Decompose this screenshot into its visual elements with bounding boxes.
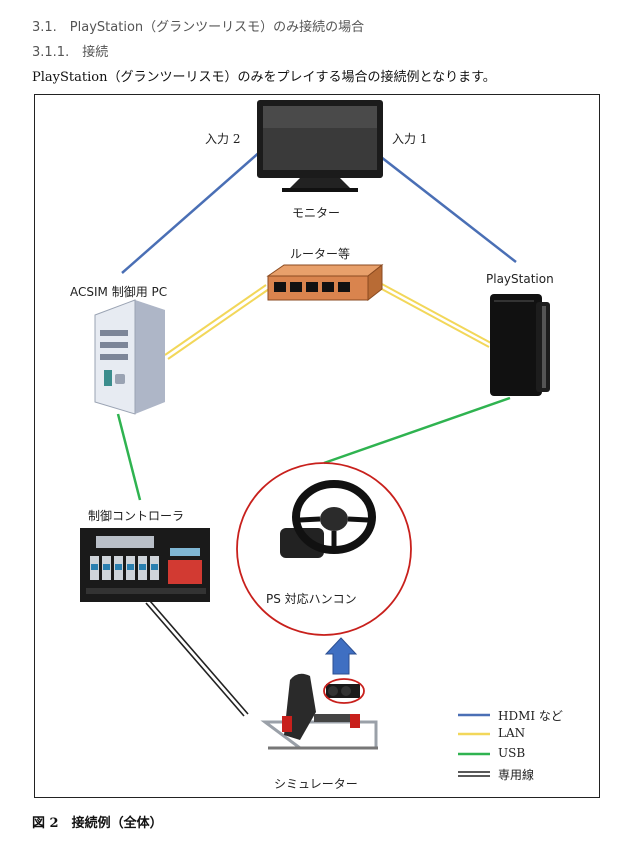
wheel-circle [236, 462, 412, 636]
lan-line-pc [164, 284, 270, 360]
legend-usb-label: USB [498, 746, 526, 760]
legend-lines [458, 713, 490, 777]
simulator-label: シミュレーター [274, 777, 358, 791]
input-2-label: 入力 2 [205, 132, 241, 146]
router-image [266, 263, 384, 302]
dedicated-line [145, 600, 249, 717]
playstation-image [490, 294, 550, 396]
usb-line-ps-wheel [323, 396, 511, 465]
legend-hdmi-label: HDMI など [498, 709, 563, 723]
hdmi-line-pc [121, 149, 263, 274]
pc-label: ACSIM 制御用 PC [70, 285, 168, 299]
usb-line-pc-controller [116, 413, 142, 501]
up-arrow-icon [324, 637, 358, 675]
playstation-label: PlayStation [486, 272, 554, 286]
monitor-label: モニター [292, 206, 341, 220]
controller-board-image [80, 528, 210, 602]
figure-caption: 図 2 接続例（全体） [32, 816, 163, 831]
simulator-image [260, 673, 378, 750]
lan-line-ps [377, 282, 492, 348]
input-1-label: 入力 1 [392, 132, 428, 146]
steering-wheel-image [280, 480, 376, 558]
pc-tower-image [94, 299, 165, 415]
monitor-image [257, 100, 383, 192]
legend-dedicated-label: 専用線 [498, 768, 535, 782]
diagram-frame [34, 94, 600, 798]
intro-text: PlayStation（グランツーリスモ）のみをプレイする場合の接続例となります… [32, 70, 496, 85]
hdmi-line-ps [371, 149, 517, 263]
controller-label: 制御コントローラ [88, 509, 185, 523]
legend-lan-label: LAN [498, 726, 526, 740]
wheel-label: PS 対応ハンコン [266, 592, 357, 606]
section-heading: 3.1. PlayStation（グランツーリスモ）のみ接続の場合 [32, 20, 365, 35]
subsection-heading: 3.1.1. 接続 [32, 45, 109, 60]
router-label: ルーター等 [290, 247, 351, 261]
